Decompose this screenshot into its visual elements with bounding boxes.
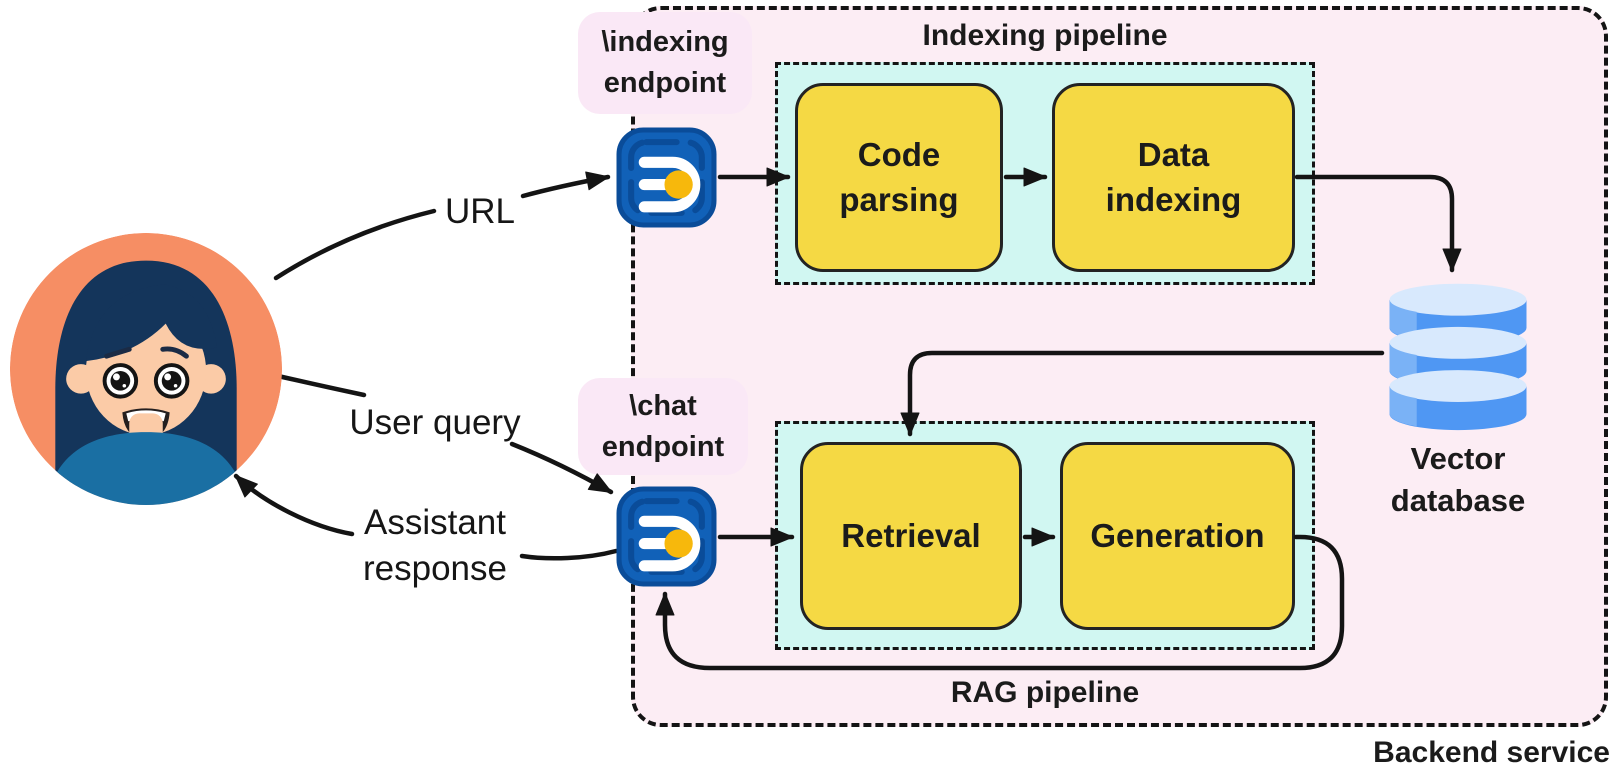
vector-database-label: Vector database [1390,441,1526,518]
vector-database-icon [1382,280,1534,432]
chat-endpoint-icon [616,486,717,587]
indexing-endpoint-icon [616,127,717,228]
indexing-pipeline-title: Indexing pipeline [922,19,1168,52]
user-query-flow-label: User query [349,403,521,442]
rag-pipeline-title: RAG pipeline [950,676,1140,709]
user-avatar-illustration [9,232,283,506]
node-data-indexing: Data indexing [1052,83,1295,272]
arrow-user-query-segment-1 [275,373,367,398]
user-avatar [8,231,284,507]
backend-service-label: Backend service [1373,736,1610,769]
node-code-parsing: Code parsing [795,83,1003,272]
node-retrieval: Retrieval [800,442,1022,630]
node-generation: Generation [1060,442,1295,630]
api-endpoint-icon [616,486,717,587]
chat-endpoint-label: \chat endpoint [578,378,748,475]
api-endpoint-icon [616,127,717,228]
assistant-response-flow-label: Assistant response [363,503,507,588]
database-cylinder-icon [1389,283,1527,431]
indexing-endpoint-label: \indexing endpoint [578,12,752,114]
url-flow-label: URL [444,192,516,231]
